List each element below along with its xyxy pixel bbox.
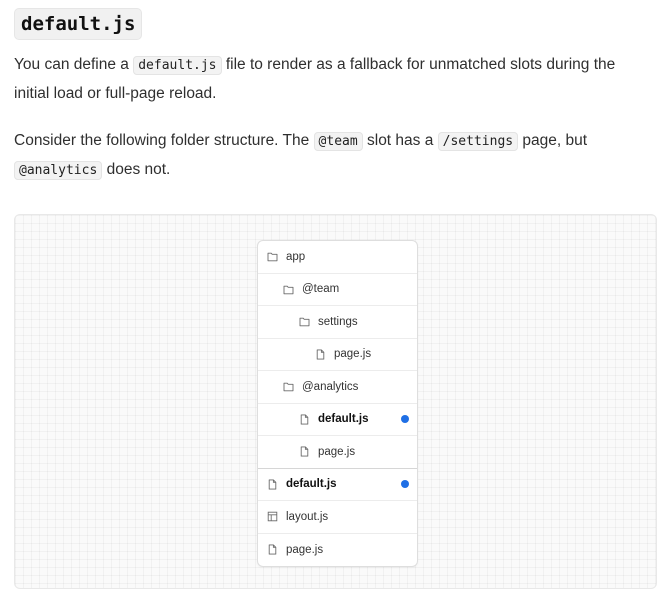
tree-row: layout.js	[258, 501, 417, 534]
section-heading: default.js	[14, 8, 143, 40]
tree-row-label: page.js	[334, 348, 372, 361]
file-icon	[315, 349, 326, 360]
file-icon	[299, 414, 310, 425]
tree-row-label: layout.js	[286, 510, 329, 523]
file-icon	[299, 446, 310, 457]
paragraph-default-intro: You can define a default.js file to rend…	[14, 51, 654, 108]
tree-row: default.js	[258, 404, 417, 436]
tree-row: page.js	[258, 436, 417, 469]
inline-code: @analytics	[14, 161, 103, 180]
tree-row-label: @analytics	[302, 380, 359, 393]
paragraph-text: You can define a	[14, 56, 134, 73]
highlight-dot-icon	[401, 415, 409, 424]
file-tree: app @team settings page.js @analytics default…	[257, 240, 418, 567]
tree-row-label: page.js	[318, 445, 356, 458]
tree-row: default.js	[258, 469, 417, 501]
tree-row-label: app	[286, 250, 306, 263]
paragraph-text: Consider the following folder structure.…	[14, 132, 314, 149]
paragraph-text: file to render as a fallback for unmatch…	[14, 56, 616, 102]
folder-icon	[299, 316, 310, 327]
folder-icon	[283, 284, 294, 295]
tree-row-label: @team	[302, 283, 340, 296]
inline-code: default.js	[133, 56, 222, 75]
inline-code: /settings	[437, 132, 519, 151]
paragraph-text: does not.	[102, 161, 171, 178]
file-icon	[267, 544, 278, 555]
tree-row: settings	[258, 306, 417, 339]
paragraph-folder-structure: Consider the following folder structure.…	[14, 127, 654, 185]
paragraph-text: slot has a	[362, 132, 438, 149]
file-icon	[267, 479, 278, 490]
tree-row: page.js	[258, 339, 417, 371]
tree-row: @analytics	[258, 371, 417, 404]
tree-row-label: default.js	[318, 413, 369, 426]
tree-row-label: settings	[318, 315, 358, 328]
tree-row: app	[258, 241, 417, 274]
inline-code: @team	[313, 132, 363, 151]
folder-icon	[267, 251, 278, 262]
highlight-dot-icon	[401, 480, 409, 489]
folder-icon	[283, 381, 294, 392]
folder-structure-diagram: app @team settings page.js @analytics default…	[14, 214, 657, 589]
tree-row-label: default.js	[286, 478, 337, 491]
tree-row: page.js	[258, 534, 417, 567]
tree-row-label: page.js	[286, 543, 324, 556]
paragraph-text: page, but	[518, 132, 588, 149]
tree-row: @team	[258, 274, 417, 306]
layout-icon	[267, 511, 278, 522]
